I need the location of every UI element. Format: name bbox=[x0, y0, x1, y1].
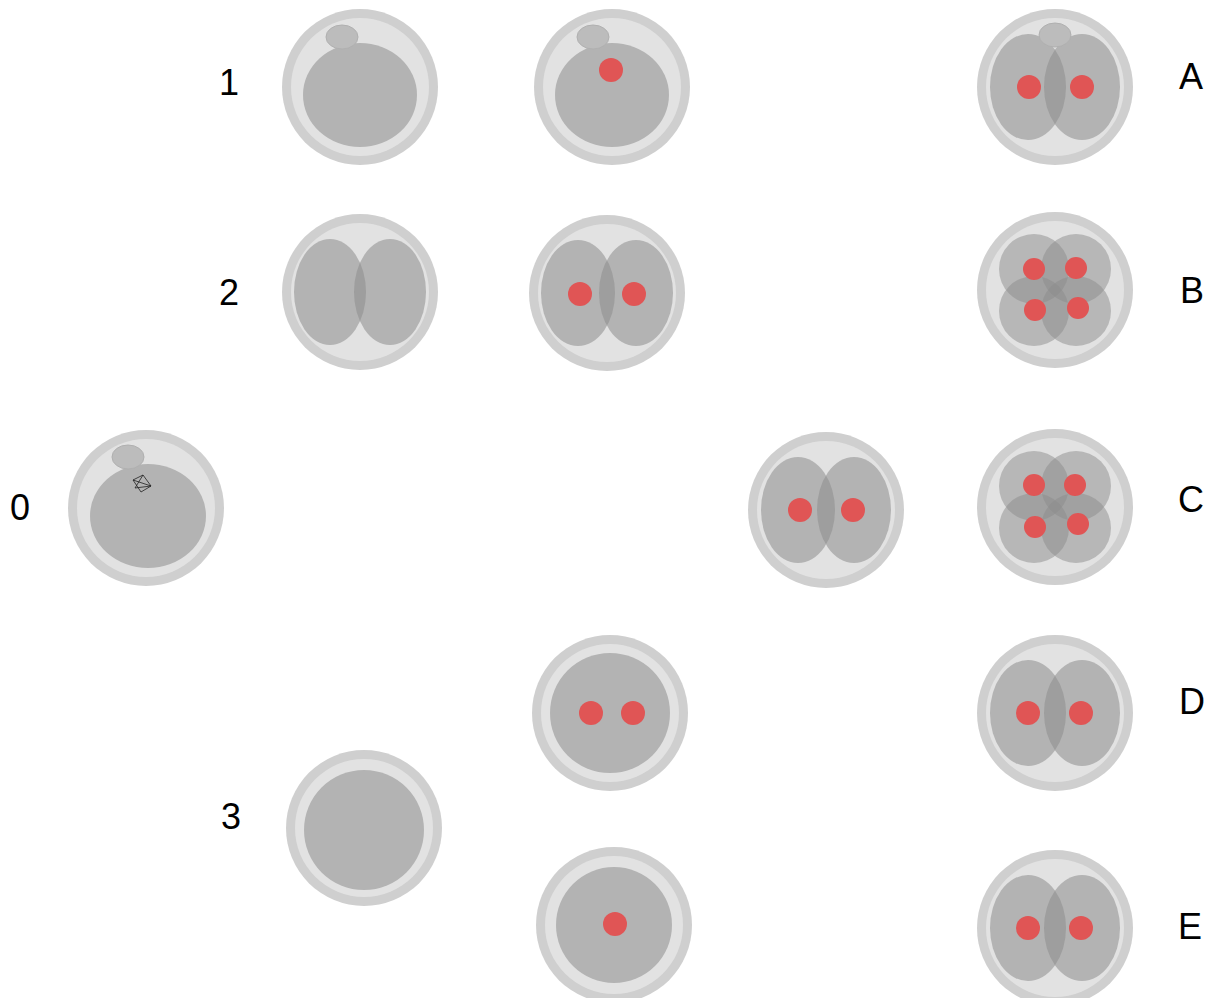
two-cell-embryo bbox=[282, 214, 438, 370]
stage-label: A bbox=[1179, 59, 1203, 95]
stage-label: 0 bbox=[10, 490, 30, 526]
stage-label: C bbox=[1178, 482, 1204, 518]
two-cell-embryo bbox=[748, 432, 904, 588]
four-cell-embryo bbox=[977, 429, 1133, 585]
stage-label: D bbox=[1179, 684, 1205, 720]
two-cell-embryo bbox=[529, 215, 685, 371]
two-cell-embryo bbox=[977, 850, 1133, 998]
stage-label: 2 bbox=[219, 275, 239, 311]
cell-no-polar-body bbox=[286, 750, 442, 906]
mononucleate-cell bbox=[536, 847, 692, 998]
oocyte-with-spindle bbox=[68, 430, 224, 586]
zygote-cell bbox=[534, 9, 690, 165]
binucleate-cell bbox=[532, 635, 688, 791]
oocyte-cell bbox=[282, 9, 438, 165]
stage-label: B bbox=[1180, 273, 1204, 309]
stage-label: E bbox=[1178, 909, 1202, 945]
stage-label: 3 bbox=[221, 799, 241, 835]
two-cell-embryo bbox=[977, 9, 1133, 165]
four-cell-embryo bbox=[977, 212, 1133, 368]
stage-label: 1 bbox=[219, 65, 239, 101]
two-cell-embryo bbox=[977, 635, 1133, 791]
